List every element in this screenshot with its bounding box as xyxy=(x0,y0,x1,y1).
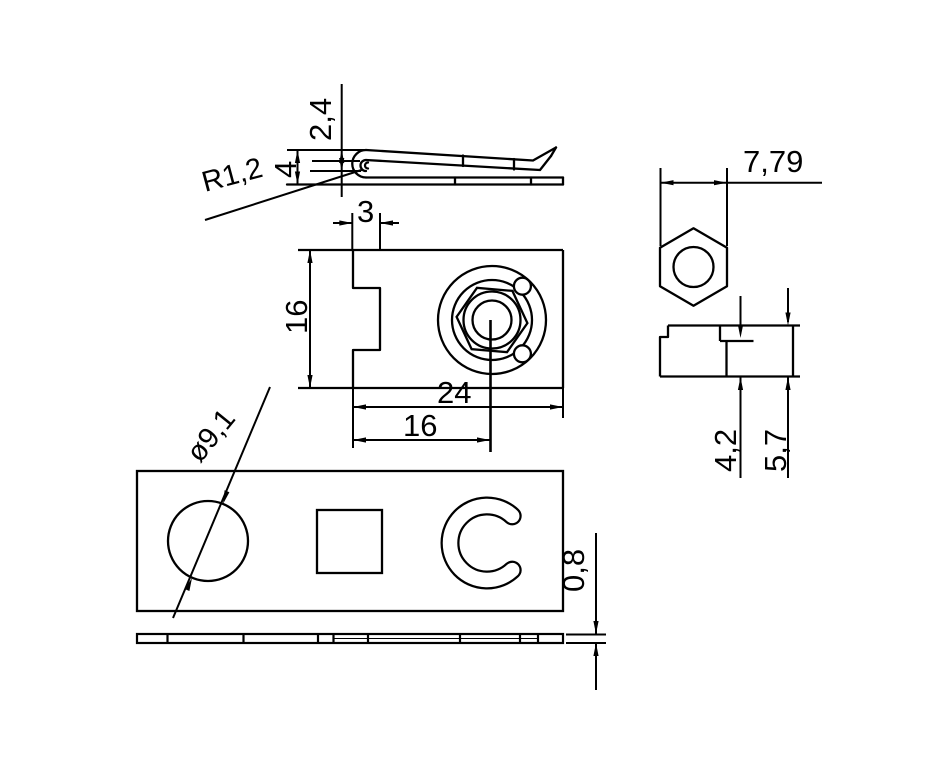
arrow-24-left xyxy=(353,404,366,410)
nut-thread-hole xyxy=(471,299,513,341)
arrow-16v-down xyxy=(307,375,313,388)
arrow-16h-right xyxy=(477,437,490,443)
arrow-4-up xyxy=(294,150,301,163)
arrow-16h-left xyxy=(353,437,366,443)
radius-leader-line xyxy=(204,168,364,221)
arrow-16v-up xyxy=(307,250,313,263)
leaf-hook-tip xyxy=(549,146,558,158)
arrow-dia-upper xyxy=(223,490,230,504)
arrow-42-down xyxy=(737,325,744,338)
dim-label-4: 4 xyxy=(268,161,303,178)
profile-left-step xyxy=(658,325,670,377)
flat-view-leader xyxy=(172,386,271,619)
dim-label-16v: 16 xyxy=(279,300,314,334)
dim-label-779: 7,79 xyxy=(743,144,803,179)
arrow-24-right xyxy=(550,404,563,410)
blank-strip-view xyxy=(135,632,565,645)
flat-outline xyxy=(135,469,565,613)
arrow-dia-lower xyxy=(184,578,192,591)
diameter-leader-line xyxy=(172,386,271,619)
dim-label-dia: ø9,1 xyxy=(181,403,242,468)
bend-small-radius-arc xyxy=(363,161,370,170)
thickness-dimension xyxy=(566,533,606,690)
nut-hex-view xyxy=(658,227,729,307)
arrow-08-down xyxy=(593,621,599,634)
side-view-arrows xyxy=(294,150,393,226)
arrow-779-left xyxy=(660,180,674,186)
square-hole xyxy=(315,508,384,575)
arrow-42-up xyxy=(737,377,744,390)
dim-label-2-4: 2,4 xyxy=(303,98,338,141)
dim-label-3: 3 xyxy=(357,194,374,229)
spring-end-cap-top xyxy=(512,276,533,296)
arrow-57-up xyxy=(785,377,791,390)
nut-profile-view xyxy=(658,324,800,378)
cage-hole-circle xyxy=(436,264,548,376)
top-view-nut-assembly xyxy=(436,264,548,376)
nut-hole-circle xyxy=(672,245,715,289)
thickness-arrows xyxy=(593,621,599,656)
side-view-spring xyxy=(285,146,565,186)
bend-inner-arc xyxy=(359,158,368,173)
arrow-08-up xyxy=(593,643,599,656)
c-slot-interior xyxy=(442,498,520,588)
arrow-779-right xyxy=(714,180,727,186)
leaf-bottom-edge xyxy=(364,154,553,172)
nut-hexagon-outline xyxy=(658,227,729,307)
body-left-notched-edge xyxy=(351,250,382,388)
top-view-arrows xyxy=(307,250,563,443)
bend-outer-arc xyxy=(351,148,368,179)
arrow-57-down xyxy=(785,312,791,326)
leaf-top-edge xyxy=(364,146,558,162)
top-view-body xyxy=(298,248,565,390)
dim-label-42: 4,2 xyxy=(708,429,743,472)
nut-width-dimension xyxy=(659,168,822,246)
flat-view-c-slot xyxy=(440,496,522,590)
arrow-24-up xyxy=(339,150,345,163)
spring-ring-inner-circle xyxy=(450,278,534,362)
flat-view-leader-arrows xyxy=(184,490,230,591)
nut-width-arrows xyxy=(660,180,727,186)
dim-label-24: 24 xyxy=(437,375,471,410)
arrow-3-right xyxy=(380,220,393,226)
arrow-4-down xyxy=(294,171,301,185)
arrow-3-left xyxy=(339,220,353,226)
round-hole xyxy=(166,499,250,583)
dim-label-57: 5,7 xyxy=(758,429,793,472)
spring-end-cap-bottom xyxy=(512,344,533,364)
flat-view-body xyxy=(135,469,565,613)
dim-label-08: 0,8 xyxy=(556,549,591,592)
top-view-dimensions xyxy=(309,250,564,452)
nut-chamfer-circle xyxy=(462,290,522,350)
nut-height-arrows xyxy=(737,312,791,390)
blank-strip-outline xyxy=(135,632,565,645)
dim-label-r1-2: R1,2 xyxy=(199,152,266,199)
dim-label-16h: 16 xyxy=(403,408,437,443)
nut-hexagon xyxy=(455,286,529,354)
